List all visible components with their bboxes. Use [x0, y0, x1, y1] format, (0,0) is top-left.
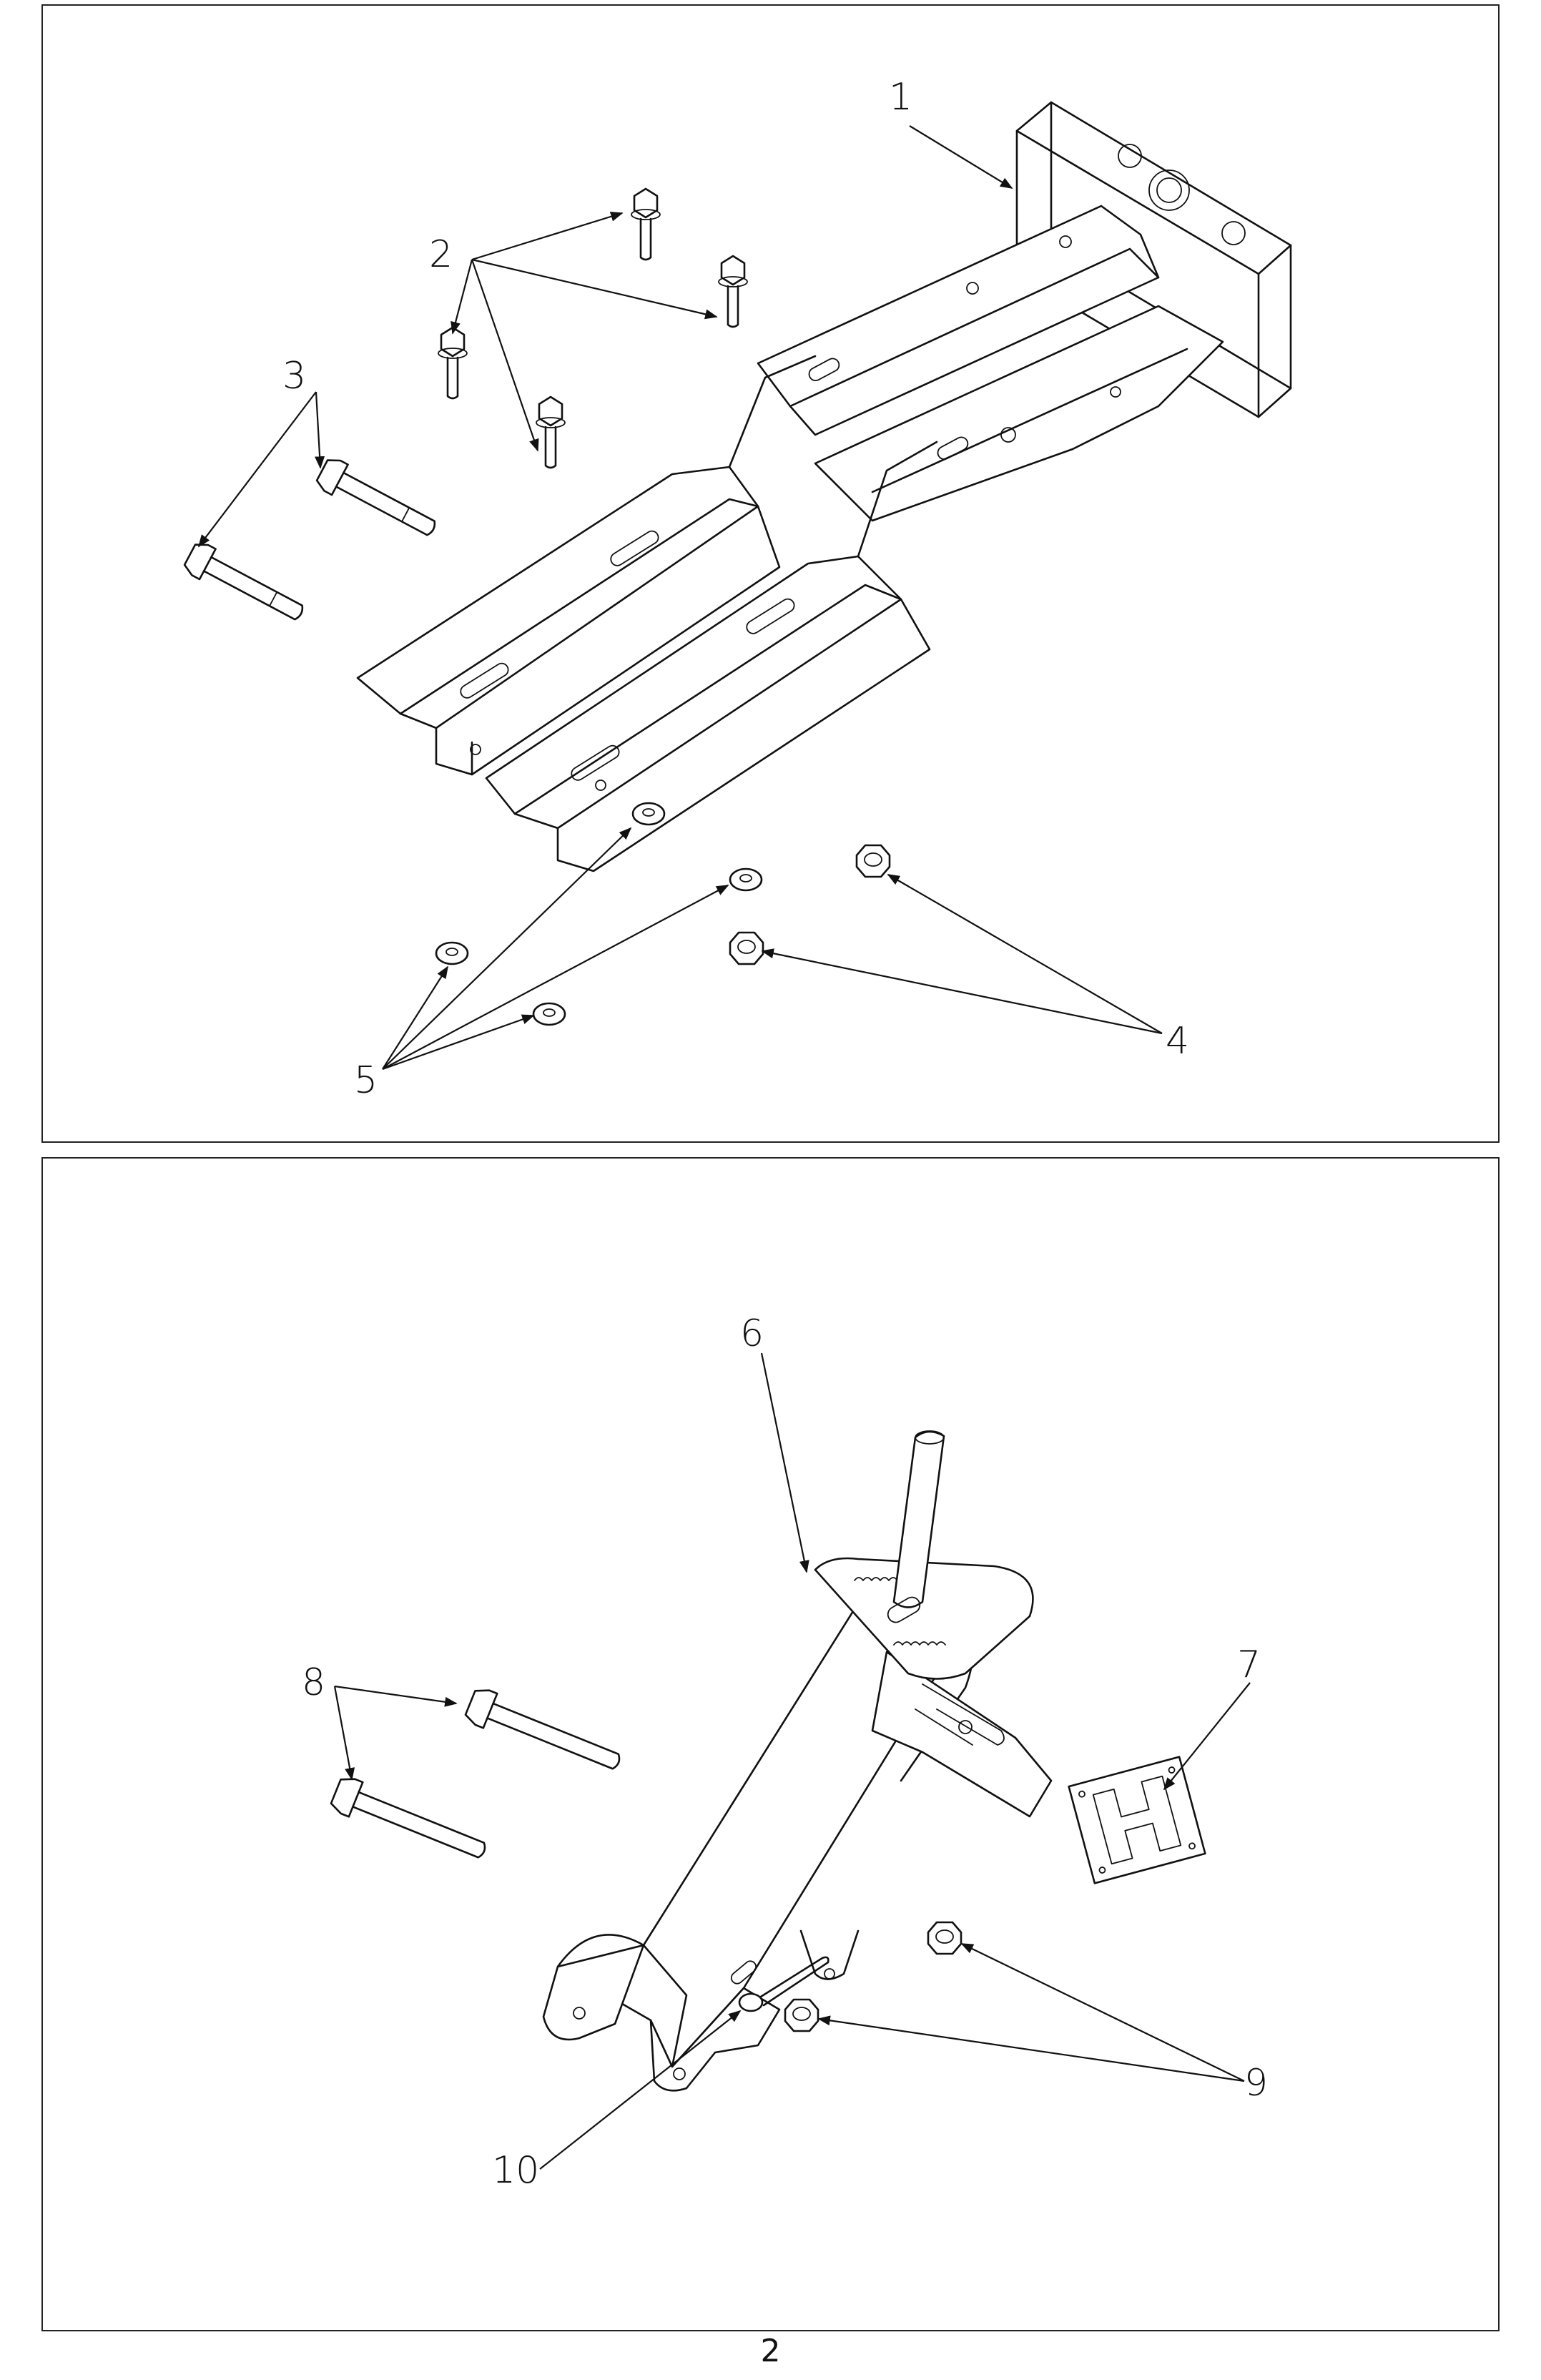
lock-nuts-pair [784, 1921, 962, 2032]
cotter-pin-part [738, 1956, 829, 2012]
callout-1: 1 [889, 76, 912, 119]
tube-mount-part [542, 1430, 1053, 2092]
top-callouts: 1 2 3 4 5 [282, 76, 1189, 1102]
callout-6: 6 [740, 1312, 764, 1355]
callout-7: 7 [1237, 1643, 1261, 1686]
page-number: 2 [760, 2333, 781, 2369]
bottom-callouts: 6 7 8 9 10 [302, 1312, 1268, 2192]
frame-bracket-part [356, 101, 1292, 872]
callout-5: 5 [354, 1059, 378, 1102]
callout-2: 2 [429, 233, 453, 276]
callout-10: 10 [492, 2149, 539, 2192]
callout-3: 3 [282, 355, 306, 398]
bottom-leader-lines [333, 1352, 1251, 2170]
gasket-plate-part [1068, 1756, 1206, 1884]
top-figure-panel: 1 2 3 4 5 [41, 4, 1500, 1143]
top-leader-lines [197, 125, 1163, 1071]
long-bolts-group [183, 459, 436, 621]
washers-group [435, 802, 763, 1026]
long-bolts-pair [330, 1689, 621, 1859]
bottom-figure-panel: 6 7 8 9 10 [41, 1157, 1500, 2331]
flange-bolts-group [438, 187, 748, 469]
callout-9: 9 [1244, 2062, 1268, 2105]
callout-8: 8 [302, 1661, 325, 1704]
top-exploded-drawing: 1 2 3 4 5 [183, 76, 1292, 1102]
lock-nuts-group [729, 844, 891, 965]
bottom-exploded-drawing: 6 7 8 9 10 [302, 1312, 1268, 2192]
callout-4: 4 [1166, 1020, 1189, 1063]
